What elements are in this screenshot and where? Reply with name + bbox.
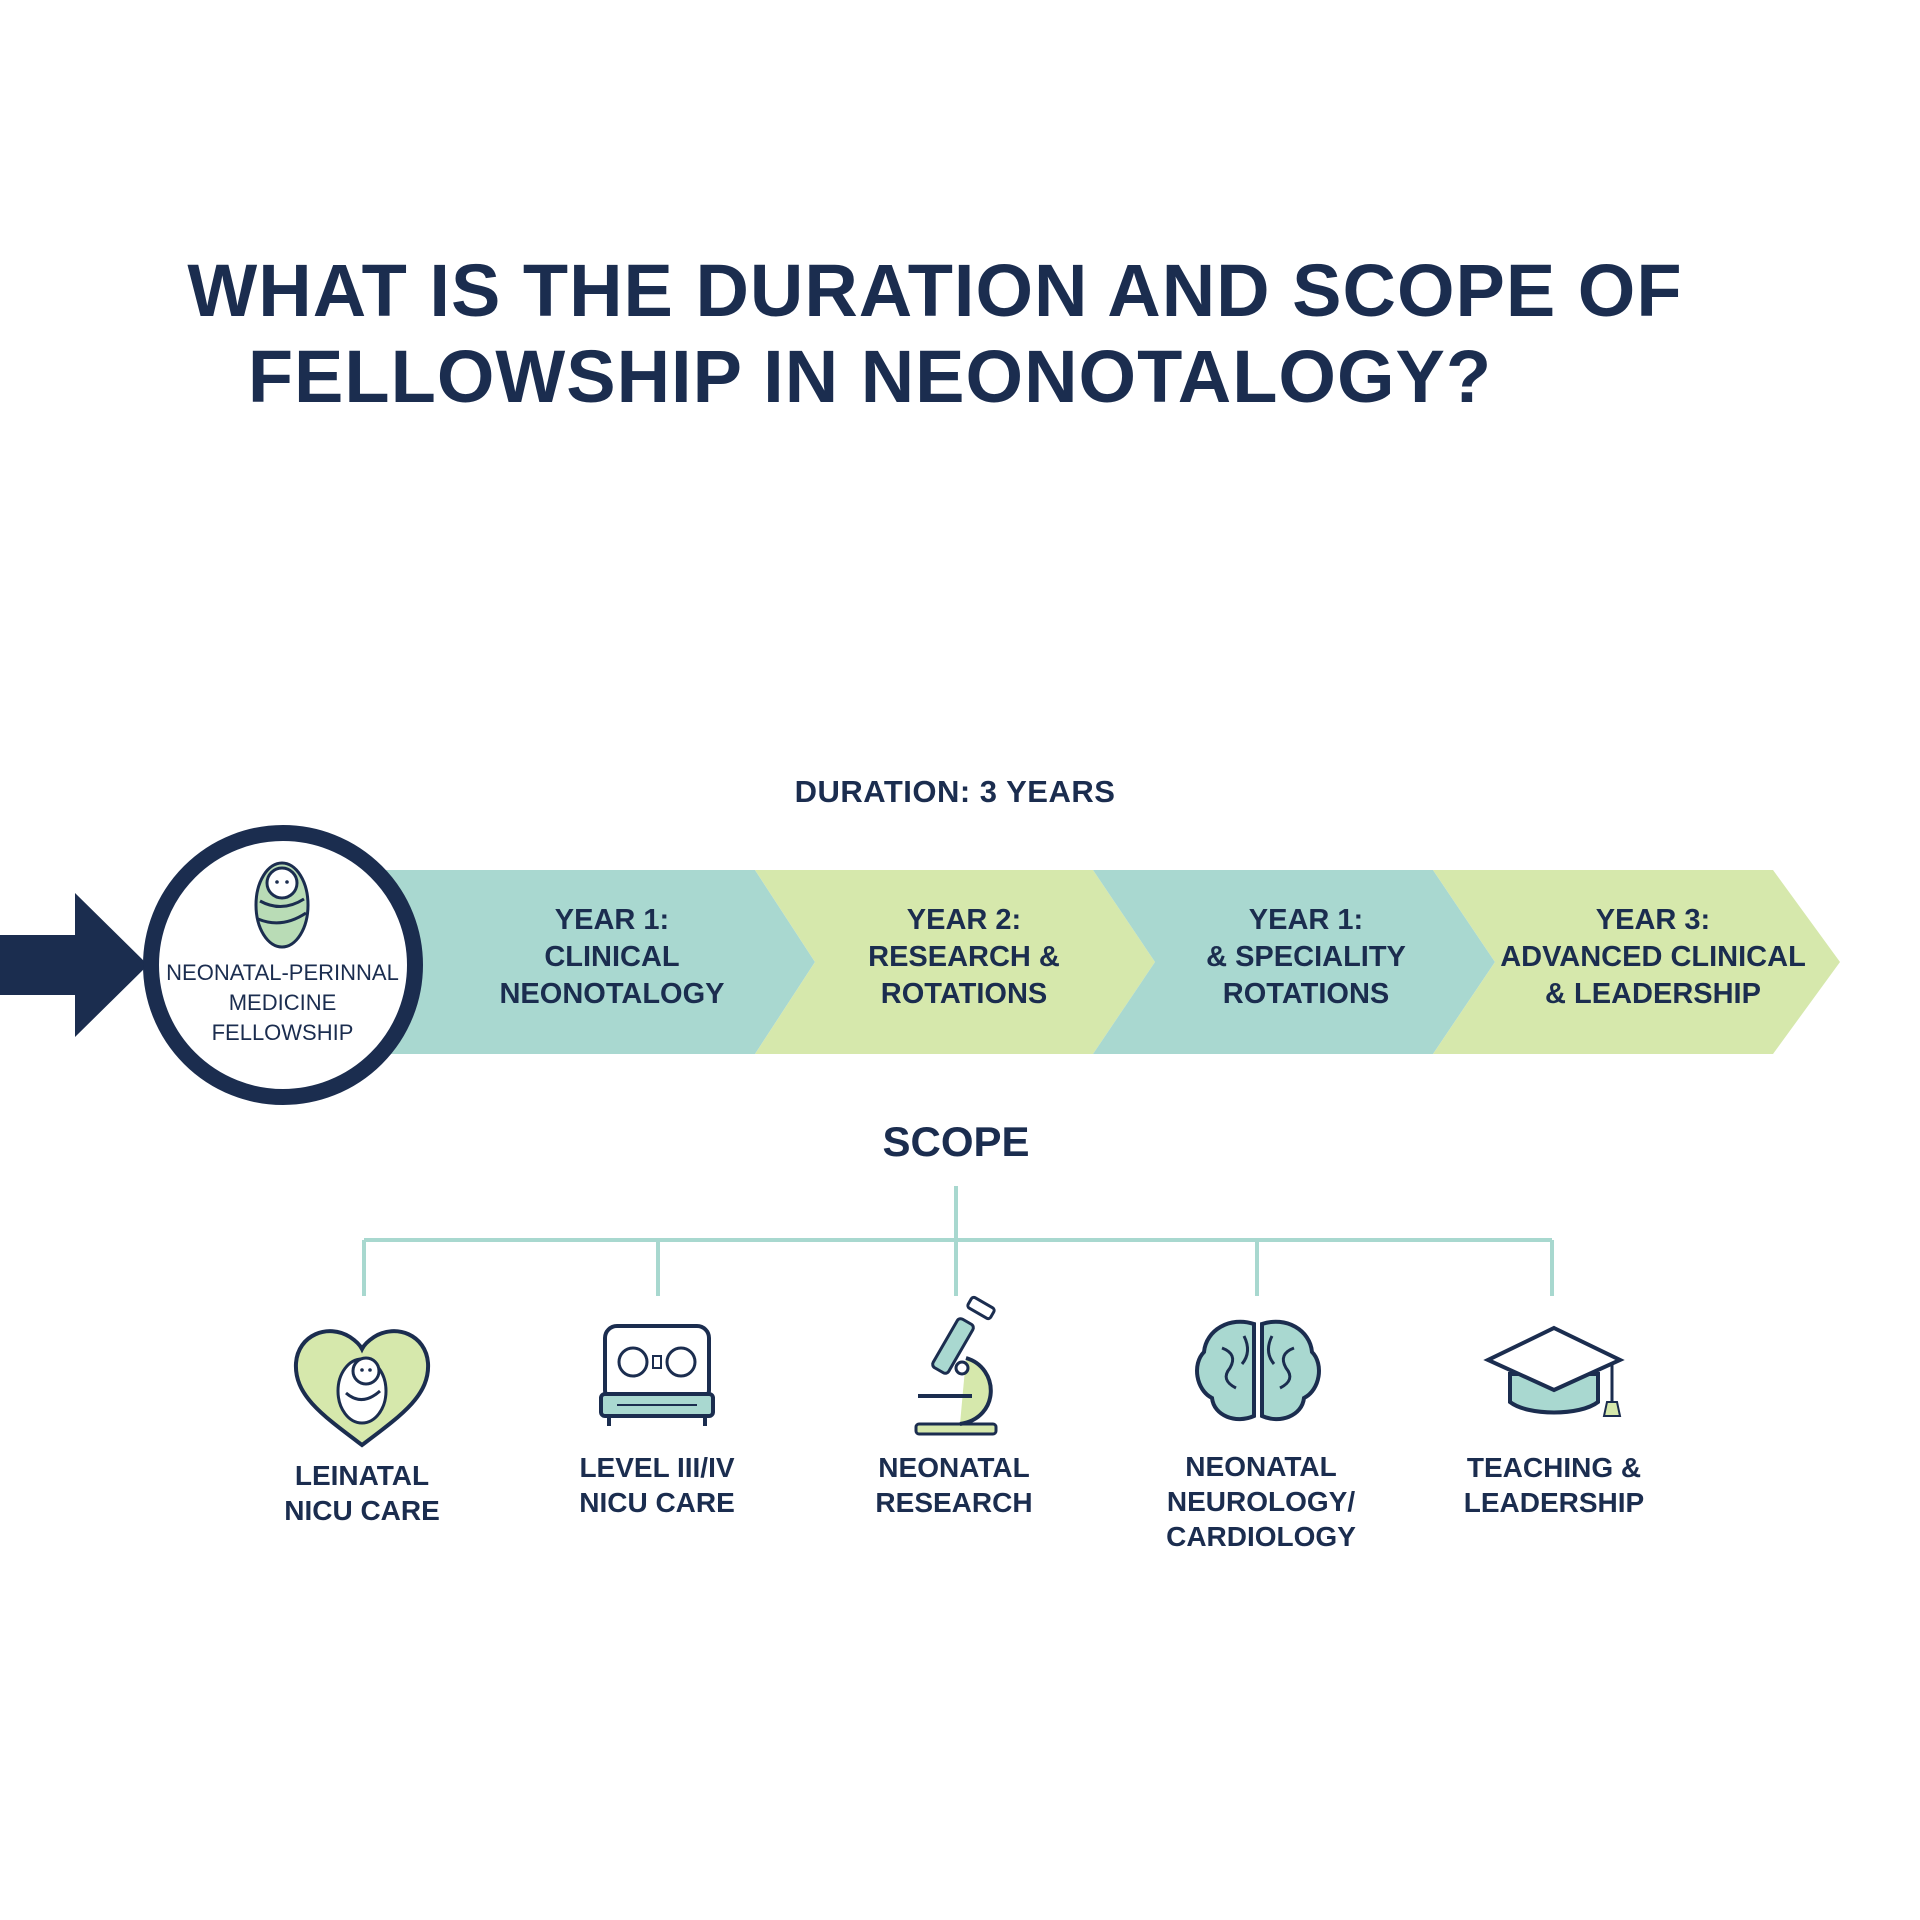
stage-1-line-3: NEONOTALOGY xyxy=(499,978,725,1010)
microscope-icon xyxy=(914,1295,998,1436)
scope-item-5-label: TEACHING & LEADERSHIP xyxy=(1404,1450,1704,1520)
scope-connectors xyxy=(362,1186,1554,1296)
scope-item-4-line-3: CARDIOLOGY xyxy=(1166,1521,1356,1552)
scope-item-4-line-2: NEUROLOGY/ xyxy=(1166,1486,1356,1517)
hub-label: NEONATAL-PERINNAL MEDICINE FELLOWSHIP xyxy=(150,958,415,1048)
stage-4-line-1: YEAR 3: xyxy=(1595,904,1711,936)
stage-4-chevron xyxy=(1433,870,1840,1054)
hub-label-line-3: FELLOWSHIP xyxy=(211,1020,354,1045)
stage-3-line-1: YEAR 1: xyxy=(1248,904,1364,936)
stage-2-line-3: ROTATIONS xyxy=(880,978,1048,1010)
stage-3-chevron xyxy=(1093,870,1495,1054)
stage-2-line-1: YEAR 2: xyxy=(906,904,1022,936)
stage-2-chevron xyxy=(755,870,1155,1054)
stage-4-line-3: & LEADERSHIP xyxy=(1545,978,1761,1010)
duration-label: DURATION: 3 YEARS xyxy=(794,774,1116,809)
scope-item-4-label: NEONATAL NEUROLOGY/ CARDIOLOGY xyxy=(1111,1449,1411,1554)
scope-item-1-label: LEINATAL NICU CARE xyxy=(212,1458,512,1528)
hub-circle xyxy=(143,825,423,1105)
title-line-2: FELLOWSHIP IN NEONOTALOGY? xyxy=(247,335,1493,418)
scope-item-2-line-1: LEVEL III/IV xyxy=(579,1452,735,1483)
stage-2-label: YEAR 2: RESEARCH & ROTATIONS xyxy=(799,902,1129,1013)
stage-1-label: YEAR 1: CLINICAL NEONOTALOGY xyxy=(447,902,777,1013)
swaddled-baby-icon xyxy=(254,861,310,949)
scope-item-5-line-2: LEADERSHIP xyxy=(1463,1487,1645,1518)
stage-3-line-2: & SPECIALITY xyxy=(1206,941,1406,973)
stage-3-label: YEAR 1: & SPECIALITY ROTATIONS xyxy=(1141,902,1471,1013)
scope-item-3-label: NEONATAL RESEARCH xyxy=(804,1450,1104,1520)
scope-item-2-label: LEVEL III/IV NICU CARE xyxy=(507,1450,807,1520)
scope-item-3-line-2: RESEARCH xyxy=(875,1487,1033,1518)
scope-item-5-line-1: TEACHING & xyxy=(1466,1452,1642,1483)
scope-item-1-line-1: LEINATAL xyxy=(294,1460,430,1491)
heart-baby-icon xyxy=(293,1329,431,1448)
scope-title: SCOPE xyxy=(882,1118,1030,1165)
scope-item-1-line-2: NICU CARE xyxy=(284,1495,440,1526)
stage-4-line-2: ADVANCED CLINICAL xyxy=(1500,941,1806,973)
page-title: WHAT IS THE DURATION AND SCOPE OF FELLOW… xyxy=(0,248,1920,420)
scope-item-3-line-1: NEONATAL xyxy=(878,1452,1030,1483)
scope-item-4-line-1: NEONATAL xyxy=(1185,1451,1337,1482)
stage-1-line-1: YEAR 1: xyxy=(554,904,670,936)
graduation-cap-icon xyxy=(1483,1325,1625,1417)
stage-2-line-2: RESEARCH & xyxy=(868,941,1060,973)
stage-1-chevron xyxy=(330,870,815,1054)
stage-4-label: YEAR 3: ADVANCED CLINICAL & LEADERSHIP xyxy=(1485,902,1821,1013)
stage-3-line-3: ROTATIONS xyxy=(1222,978,1390,1010)
title-line-1: WHAT IS THE DURATION AND SCOPE OF xyxy=(187,249,1683,332)
hub-label-line-2: MEDICINE xyxy=(228,990,337,1015)
brain-icon xyxy=(1195,1319,1321,1422)
incubator-icon xyxy=(599,1324,715,1426)
hub-label-line-1: NEONATAL-PERINNAL xyxy=(166,960,399,985)
stage-1-line-2: CLINICAL xyxy=(544,941,680,973)
scope-item-2-line-2: NICU CARE xyxy=(579,1487,735,1518)
entry-arrow xyxy=(0,893,148,1037)
